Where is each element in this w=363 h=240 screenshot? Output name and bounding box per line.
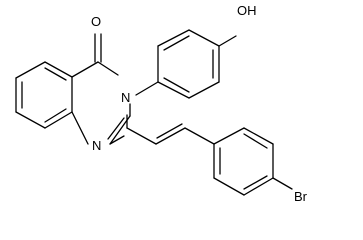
vinyl-linker [126, 123, 215, 145]
bromophenyl-ring [213, 127, 274, 196]
n-aryl-bond [135, 81, 159, 96]
bromine-bond [272, 177, 293, 190]
hydroxyl-bond [218, 35, 237, 47]
carbonyl-bond [94, 33, 102, 63]
hydroxyl-label: OH [237, 3, 257, 18]
benzo-ring [15, 61, 73, 129]
oxygen-carbonyl-label: O [91, 14, 101, 29]
nitrogen-n3-label: N [121, 90, 130, 105]
nitrogen-n1-label: N [92, 138, 101, 153]
hydroxyphenyl-ring [157, 29, 220, 99]
bromine-label: Br [294, 189, 308, 204]
molecule-canvas: O OH N N Br [15, 3, 308, 204]
pyrimidinone-ring [71, 61, 131, 145]
molecule-structure: O OH N N Br [15, 3, 308, 204]
